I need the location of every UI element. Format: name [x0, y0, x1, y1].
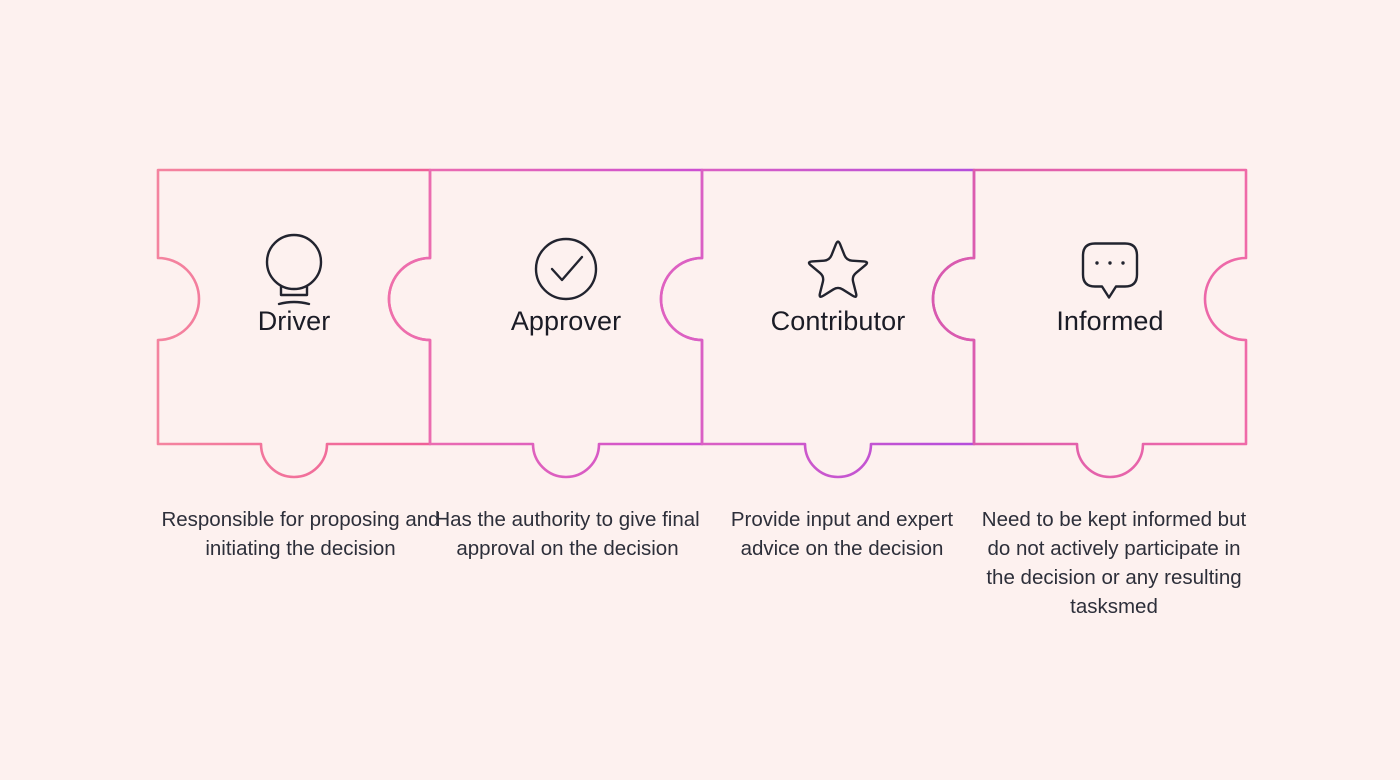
puzzle-piece-approver[interactable]: [387, 168, 704, 479]
lightbulb-base: [279, 284, 309, 297]
piece-caption-contributor: Provide input and expert advice on the d…: [730, 508, 954, 560]
puzzle-piece-contributor[interactable]: [659, 168, 976, 479]
speech-bubble-dot-1: [1095, 261, 1099, 265]
speech-bubble-dot-2: [1108, 261, 1112, 265]
lightbulb-bulb: [265, 233, 323, 291]
speech-bubble-outline: [1081, 242, 1139, 299]
check-circle-ring: [534, 237, 598, 301]
piece-caption-driver: Responsible for proposing and initiating…: [161, 508, 440, 560]
lightbulb-glow-line: [277, 300, 311, 306]
star-outline: [807, 240, 869, 298]
piece-caption-approver: Has the authority to give final approval…: [435, 508, 700, 560]
piece-caption-informed: Need to be kept informed but do not acti…: [981, 508, 1247, 618]
check-mark: [550, 255, 584, 282]
puzzle-piece-driver[interactable]: [156, 168, 432, 479]
puzzle-piece-informed[interactable]: [931, 168, 1248, 479]
speech-bubble-dot-3: [1121, 261, 1125, 265]
